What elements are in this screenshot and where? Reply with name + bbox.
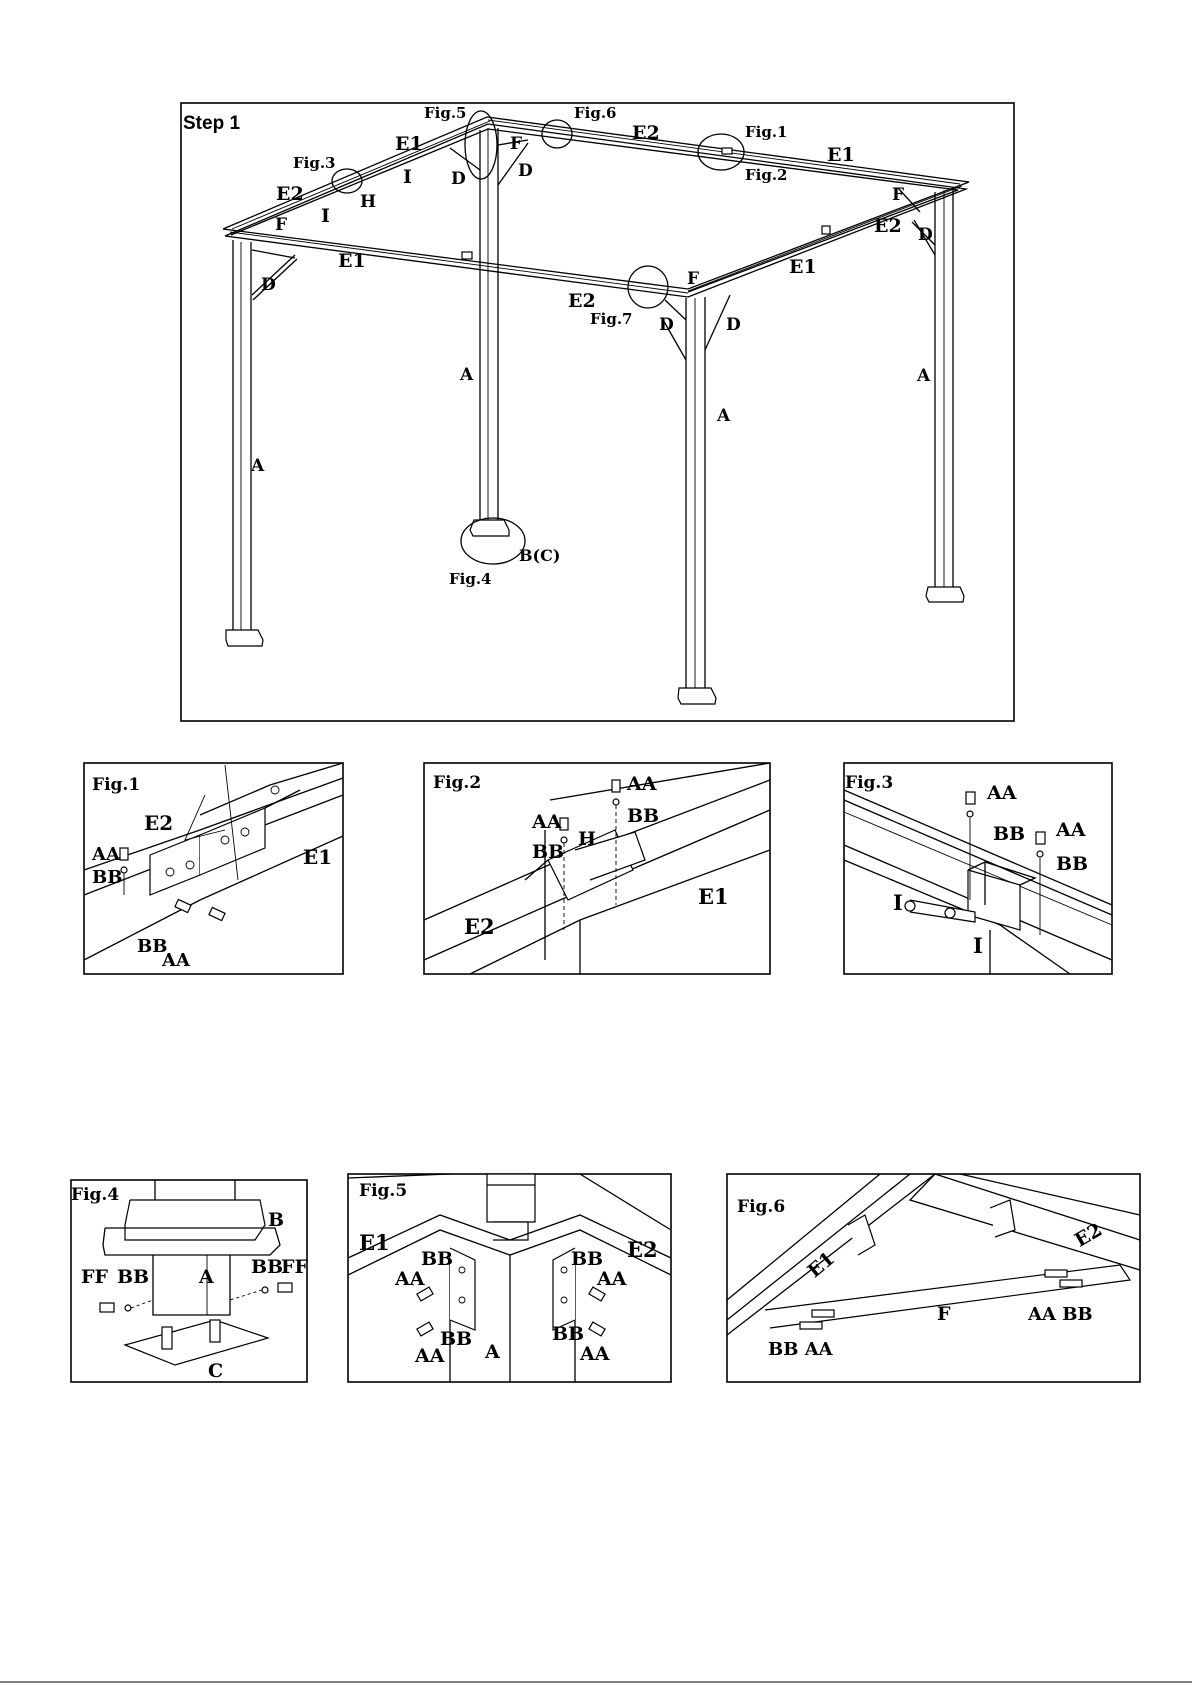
fig5-bb-tr: BB xyxy=(571,1248,603,1270)
fig5-title: Fig.5 xyxy=(359,1181,407,1201)
fig1-e2: E2 xyxy=(144,811,173,835)
fig6-f: F xyxy=(937,1303,951,1325)
label-fig6: Fig.6 xyxy=(574,104,617,122)
label-fig5: Fig.5 xyxy=(424,104,467,122)
fig3-title: Fig.3 xyxy=(845,773,893,793)
fig4-bb-right: BB xyxy=(251,1256,283,1278)
fig2-title: Fig.2 xyxy=(433,773,481,793)
label-e1-front: E1 xyxy=(338,250,366,272)
label-fig3: Fig.3 xyxy=(293,154,336,172)
label-h: H xyxy=(360,192,376,212)
fig2-panel: Fig.2 AA BB AA BB H E1 E2 xyxy=(424,763,770,974)
fig6-title: Fig.6 xyxy=(737,1197,785,1217)
fig5-panel: Fig.5 E1 E2 BB AA BB AA A BB AA BB AA xyxy=(348,1174,671,1382)
fig5-bb-bl: BB xyxy=(440,1328,472,1350)
joint-front xyxy=(462,252,472,259)
fig1-bb-top: BB xyxy=(92,867,122,888)
label-fig4: Fig.4 xyxy=(449,570,492,588)
label-a-left: A xyxy=(250,456,265,476)
fig2-h: H xyxy=(578,828,596,850)
label-f-right: F xyxy=(892,185,904,205)
fig5-e2: E2 xyxy=(627,1237,658,1262)
fig5-bb-br: BB xyxy=(552,1323,584,1345)
label-fig2: Fig.2 xyxy=(745,166,788,184)
fig3-i-bottom: I xyxy=(973,933,983,958)
fig4-bb-left: BB xyxy=(117,1266,149,1288)
label-d-right: D xyxy=(918,225,933,245)
fig3-aa-right: AA xyxy=(1055,819,1086,841)
fig3-aa-left: AA xyxy=(986,782,1017,804)
fig3-bb-left: BB xyxy=(993,823,1025,845)
fig4-ff-right: FF xyxy=(281,1256,308,1278)
fig2-e2: E2 xyxy=(464,914,495,939)
fig2-aa-left: AA xyxy=(531,811,562,833)
fig6-panel: Fig.6 E1 E2 F AA BB BB AA xyxy=(727,1174,1140,1382)
post-front xyxy=(678,297,716,704)
post-left xyxy=(226,240,263,646)
label-e1-back-right: E1 xyxy=(827,144,855,166)
fig2-bb-right: BB xyxy=(627,805,659,827)
step1-panel: Step 1 xyxy=(181,103,1014,721)
fig3-bb-right: BB xyxy=(1056,853,1088,875)
step1-border xyxy=(181,103,1014,721)
fig2-e1: E1 xyxy=(698,884,729,909)
label-d-back1: D xyxy=(451,169,466,189)
label-e2-left: E2 xyxy=(276,183,304,205)
fig6-aa-bb: AA BB xyxy=(1027,1304,1093,1325)
label-i-upper: I xyxy=(403,166,412,188)
fig1-title: Fig.1 xyxy=(92,775,140,795)
label-e1-back-left: E1 xyxy=(395,133,423,155)
label-f-left: F xyxy=(275,215,287,235)
fig5-aa-bl: AA xyxy=(414,1345,445,1367)
fig3-panel: Fig.3 AA BB AA BB I I xyxy=(844,763,1112,974)
fig3-i-left: I xyxy=(893,890,903,915)
label-fig7: Fig.7 xyxy=(590,310,633,328)
label-f-front: F xyxy=(687,269,699,289)
fig4-a: A xyxy=(198,1266,214,1288)
callout-fig7 xyxy=(628,266,668,308)
label-e2-back-mid: E2 xyxy=(632,122,660,144)
label-fig1: Fig.1 xyxy=(745,123,788,141)
fig5-a: A xyxy=(484,1341,500,1363)
label-e1-front-right: E1 xyxy=(789,256,817,278)
fig6-e2: E2 xyxy=(1071,1219,1106,1252)
callout-fig5 xyxy=(465,111,497,179)
fig4-title: Fig.4 xyxy=(71,1185,119,1205)
label-b-c: B(C) xyxy=(519,546,560,565)
label-a-front: A xyxy=(716,406,731,426)
fig5-bb-tl: BB xyxy=(421,1248,453,1270)
post-back xyxy=(470,128,509,536)
label-d-back2: D xyxy=(518,161,533,181)
joint-right xyxy=(822,226,830,234)
label-a-right: A xyxy=(916,366,931,386)
fig6-bb-aa: BB AA xyxy=(768,1339,834,1360)
main-labels: Fig.5 Fig.6 Fig.1 Fig.2 Fig.3 Fig.7 Fig.… xyxy=(250,104,933,588)
gazebo-frame xyxy=(223,111,969,704)
label-e2-front: E2 xyxy=(568,290,596,312)
fig1-aa-bot: AA xyxy=(161,950,191,971)
label-d-front2: D xyxy=(726,315,741,335)
fig1-aa-top: AA xyxy=(91,844,121,865)
step-title: Step 1 xyxy=(183,113,240,134)
fig5-e1: E1 xyxy=(359,1230,390,1255)
label-d-front1: D xyxy=(659,315,674,335)
label-e2-right: E2 xyxy=(874,215,902,237)
label-d-left: D xyxy=(261,275,276,295)
label-a-back: A xyxy=(459,365,474,385)
fig4-b: B xyxy=(268,1209,284,1231)
fig5-aa-br: AA xyxy=(579,1343,610,1365)
fig2-aa-right: AA xyxy=(626,773,657,795)
fig1-e1: E1 xyxy=(303,845,332,869)
fig4-c: C xyxy=(208,1360,223,1382)
fig4-panel: Fig.4 B FF BB A BB FF C xyxy=(71,1180,308,1382)
fig5-aa-r: AA xyxy=(596,1268,627,1290)
label-f-back: F xyxy=(510,134,522,154)
fig5-aa-l: AA xyxy=(394,1268,425,1290)
label-i-lower: I xyxy=(321,205,330,227)
joint-back xyxy=(722,148,732,154)
fig4-ff-left: FF xyxy=(81,1266,108,1288)
fig2-bb-left: BB xyxy=(532,841,564,863)
fig1-panel: Fig.1 E2 E1 AA BB BB AA xyxy=(84,763,343,974)
